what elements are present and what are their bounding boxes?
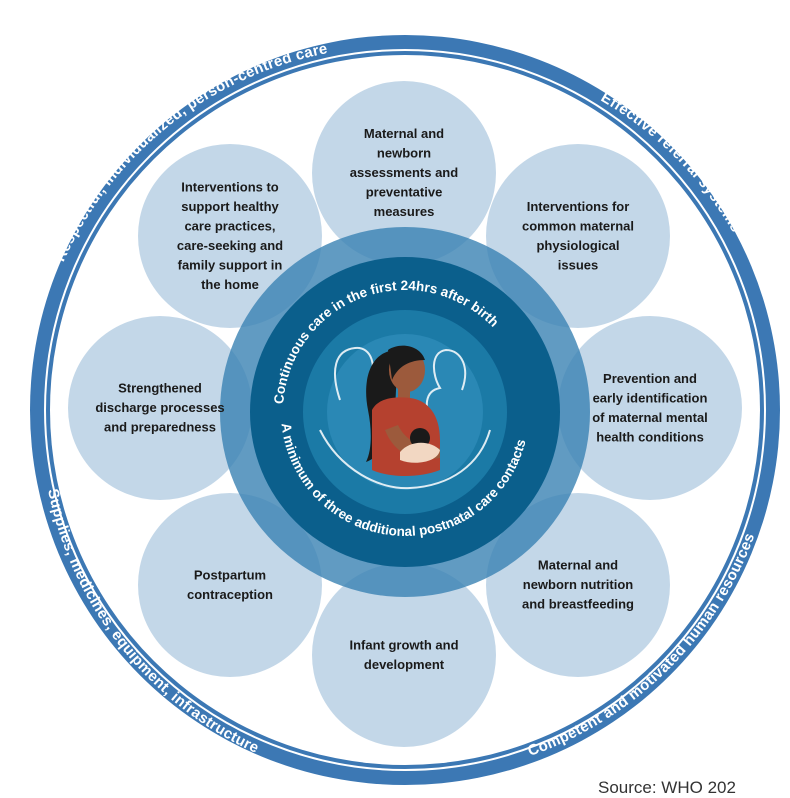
source-caption: Source: WHO 202	[598, 778, 736, 797]
petal-circle-1	[312, 81, 496, 265]
petal-label-1-line: measures	[374, 204, 435, 219]
petal-label-5-line: development	[364, 657, 445, 672]
petal-label-6-line: Postpartum	[194, 567, 266, 582]
petal-label-3: Prevention and early identification of mat…	[592, 371, 708, 445]
petal-label-4: Maternal and newborn nutrition and breastf…	[522, 558, 634, 612]
petal-label-7-line: discharge processes	[95, 400, 224, 415]
petal-circle-5	[312, 563, 496, 747]
mother-with-baby-and-family-icon	[319, 345, 491, 490]
petal-label-8-line: care practices,	[184, 218, 275, 233]
petal-label-7: Strengthened discharge processes and prepa…	[95, 381, 224, 435]
petal-circle-3	[558, 316, 742, 500]
petal-label-5: Infant growth and development	[349, 637, 458, 672]
petal-label-1-line: Maternal and	[364, 126, 444, 141]
outer-ring-inner-edge	[44, 49, 766, 771]
petal-label-8-line: the home	[201, 277, 259, 292]
petal-label-2-line: Interventions for	[527, 199, 630, 214]
petal-label-2-line: common maternal	[522, 218, 634, 233]
petal-label-1-line: assessments and	[350, 165, 458, 180]
petal-label-2-line: physiological	[536, 238, 619, 253]
petal-label-4-line: and breastfeeding	[522, 597, 634, 612]
petal-label-3-line: health conditions	[596, 429, 704, 444]
petal-label-8-line: care-seeking and	[177, 238, 283, 253]
petal-label-4-line: Maternal and	[538, 558, 618, 573]
petal-circles	[68, 81, 742, 747]
petal-label-6-line: contraception	[187, 587, 273, 602]
petal-labels: Maternal and newborn assessments and preven…	[95, 126, 707, 672]
petal-label-7-line: and preparedness	[104, 420, 216, 435]
petal-label-3-line: of maternal mental	[592, 410, 708, 425]
petal-label-8-line: family support in	[178, 257, 283, 272]
petal-label-7-line: Strengthened	[118, 381, 202, 396]
petal-label-1: Maternal and newborn assessments and preven…	[350, 126, 458, 219]
petal-label-6: Postpartum contraception	[187, 567, 273, 602]
petal-label-3-line: early identification	[593, 390, 708, 405]
petal-circle-7	[68, 316, 252, 500]
petal-label-8: Interventions to support healthy care prac…	[177, 179, 283, 292]
petal-label-2-line: issues	[558, 257, 598, 272]
petal-label-4-line: newborn nutrition	[523, 577, 634, 592]
petal-label-8-line: Interventions to	[181, 179, 279, 194]
petal-label-5-line: Infant growth and	[349, 637, 458, 652]
petal-label-8-line: support healthy	[181, 199, 279, 214]
petal-label-3-line: Prevention and	[603, 371, 697, 386]
petal-label-2: Interventions for common maternal physiolo…	[522, 199, 634, 273]
petal-label-1-line: newborn	[377, 146, 431, 161]
petal-label-1-line: preventative	[366, 185, 443, 200]
